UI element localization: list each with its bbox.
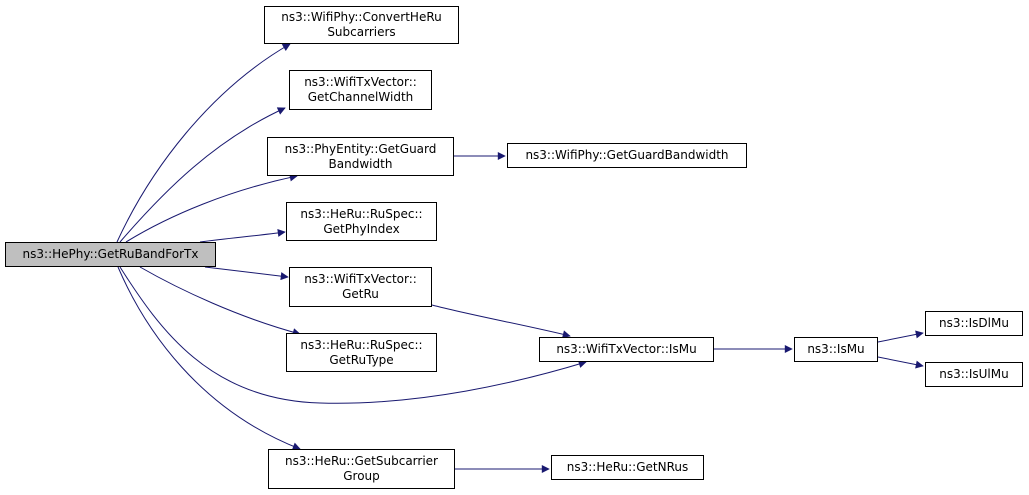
node-label: ns3::WifiTxVector:: (304, 75, 417, 89)
node-chanwidth[interactable]: ns3::WifiTxVector::GetChannelWidth (289, 70, 432, 110)
edge-root-to-phyindex (199, 228, 286, 243)
node-label: ns3::WifiPhy::GetGuardBandwidth (525, 148, 729, 162)
node-ismu[interactable]: ns3::WifiTxVector::IsMu (539, 337, 714, 362)
edge-root-to-chanwidth (119, 107, 286, 243)
edge-root-to-guardbw (125, 173, 298, 243)
node-label: Bandwidth (328, 156, 393, 171)
edge-getru-to-ismu (431, 304, 571, 339)
node-label: ns3::IsMu (807, 342, 865, 356)
node-label: ns3::PhyEntity::GetGuard (284, 141, 437, 156)
node-label: ns3::HeRu::RuSpec:: (300, 206, 423, 221)
node-label: ns3::IsUlMu (939, 367, 1009, 381)
node-ns3ismu[interactable]: ns3::IsMu (794, 337, 878, 362)
edge-root-to-subgroup (117, 266, 301, 451)
node-label: GetRu (342, 287, 379, 301)
edge-root-to-convert (116, 43, 291, 243)
node-label: ns3::WifiTxVector::IsMu (556, 342, 697, 356)
edge-root-to-ismu (119, 266, 587, 404)
node-rutype[interactable]: ns3::HeRu::RuSpec::GetRuType (286, 333, 437, 372)
edge-ns3ismu-to-isulmu (877, 356, 924, 369)
node-phyindex[interactable]: ns3::HeRu::RuSpec::GetPhyIndex (286, 202, 437, 241)
node-label: GetRuType (329, 352, 394, 367)
node-label: ns3::IsDlMu (939, 316, 1009, 330)
node-getnrus[interactable]: ns3::HeRu::GetNRus (551, 455, 704, 480)
node-label: Group (343, 469, 380, 483)
edge-root-to-rutype (139, 266, 301, 337)
node-label: GetChannelWidth (307, 90, 414, 104)
node-label: Subcarriers (327, 25, 396, 39)
node-label: ns3::HePhy::GetRuBandForTx (22, 247, 199, 261)
node-label: ns3::HeRu::GetSubcarrier (285, 454, 438, 468)
node-isdlmu[interactable]: ns3::IsDlMu (925, 311, 1023, 336)
node-label: ns3::WifiPhy::ConvertHeRu (281, 10, 442, 24)
node-label: ns3::HeRu::RuSpec:: (300, 337, 423, 352)
node-label: ns3::HeRu::GetNRus (566, 460, 689, 474)
node-root: ns3::HePhy::GetRuBandForTx (5, 242, 216, 267)
node-label: GetPhyIndex (323, 221, 400, 236)
node-label: ns3::WifiTxVector:: (304, 272, 417, 286)
node-getru[interactable]: ns3::WifiTxVector::GetRu (289, 267, 432, 307)
node-wifiguard[interactable]: ns3::WifiPhy::GetGuardBandwidth (507, 143, 747, 168)
node-isulmu[interactable]: ns3::IsUlMu (925, 362, 1023, 387)
edge-root-to-getru (204, 266, 289, 281)
edge-ns3ismu-to-isdlmu (877, 330, 924, 343)
